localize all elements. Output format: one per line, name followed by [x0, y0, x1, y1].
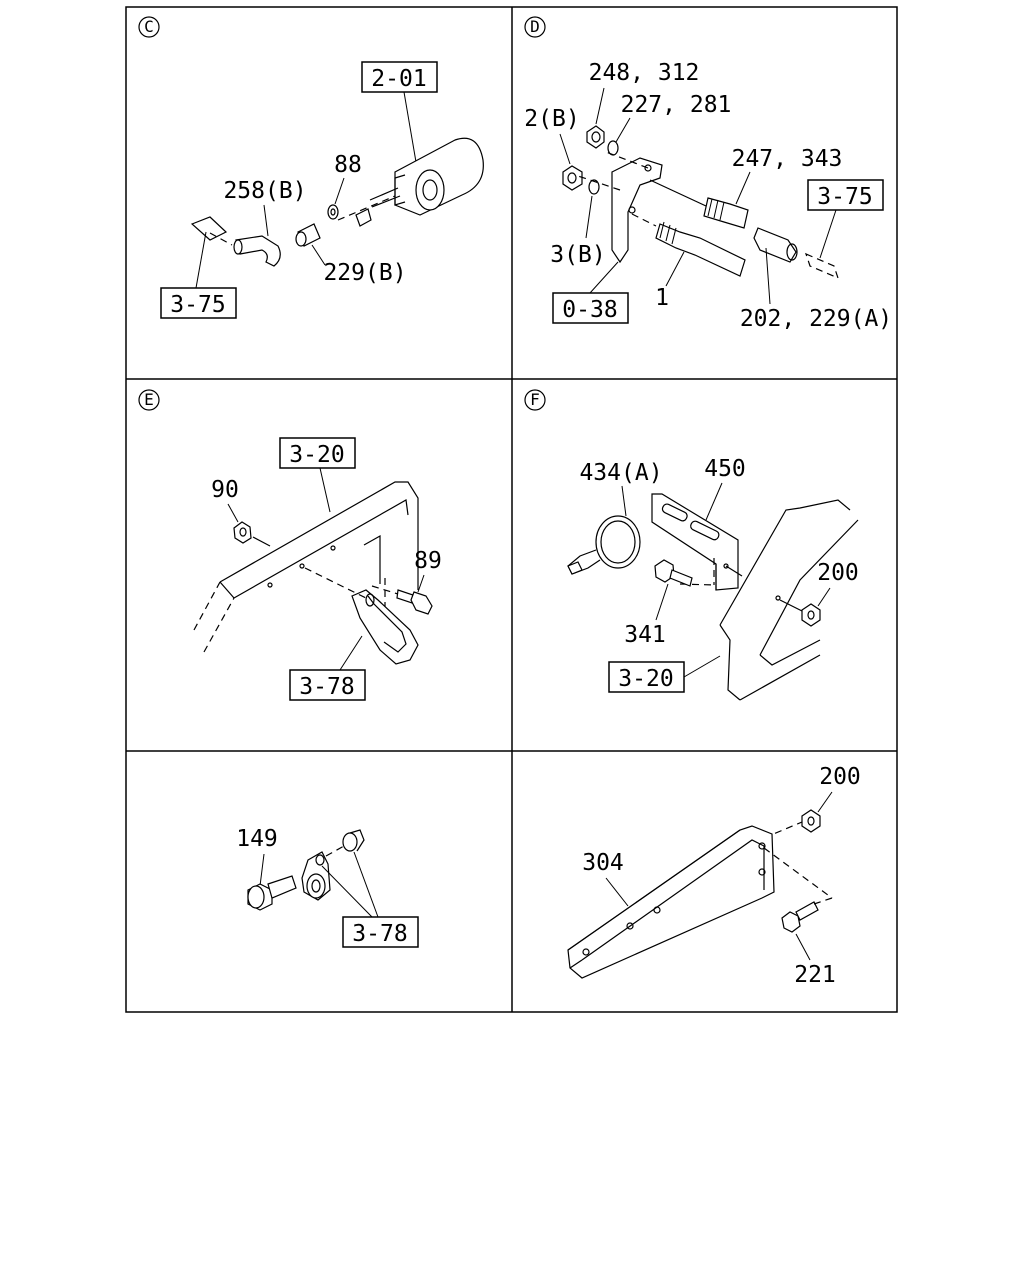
washer-3b — [588, 179, 600, 195]
clamp-3-78-g — [301, 829, 365, 901]
label-149: 149 — [236, 826, 278, 852]
svg-text:3-20: 3-20 — [618, 666, 673, 692]
svg-text:3-20: 3-20 — [289, 442, 344, 468]
hose-d — [805, 252, 839, 280]
svg-text:C: C — [144, 17, 154, 36]
label-227-281: 227, 281 — [621, 92, 732, 118]
nut-2b — [562, 165, 583, 191]
bracket-450 — [651, 493, 743, 591]
label-221: 221 — [794, 962, 836, 988]
ref-box-3-75-d[interactable]: 3-75 — [807, 179, 884, 211]
label-2b: 2(B) — [524, 106, 579, 132]
label-200-f: 200 — [817, 560, 859, 586]
bracket-plate — [577, 151, 663, 264]
svg-text:E: E — [144, 390, 154, 409]
panel-f: F 434(A) 450 341 — [524, 389, 859, 701]
panel-e: E 3-20 90 89 — [138, 389, 442, 701]
ref-box-3-78-e[interactable]: 3-78 — [289, 669, 366, 701]
svg-text:D: D — [530, 17, 540, 36]
svg-text:0-38: 0-38 — [562, 297, 617, 323]
label-341: 341 — [624, 622, 666, 648]
bolt-341 — [654, 559, 693, 587]
nut-248 — [586, 125, 605, 149]
label-88: 88 — [334, 152, 362, 178]
panel-h: 200 304 221 — [567, 764, 861, 988]
clamp-3-78-e — [304, 567, 419, 665]
connector-1 — [631, 213, 746, 277]
fitting-229b — [295, 223, 321, 247]
panel-d-marker: D — [524, 16, 546, 38]
label-248-312: 248, 312 — [589, 60, 700, 86]
bolt-221 — [763, 847, 833, 933]
svg-text:F: F — [530, 390, 540, 409]
label-202-229a: 202, 229(A) — [740, 306, 892, 332]
panel-c-marker: C — [138, 16, 160, 38]
nut-200-f — [801, 603, 821, 627]
support-bracket-304 — [567, 825, 775, 979]
actuator-cylinder — [337, 137, 484, 227]
fitting-247 — [649, 179, 749, 229]
label-200-h: 200 — [819, 764, 861, 790]
elbow-258b — [233, 235, 281, 267]
panel-g: 149 3-78 — [236, 826, 419, 948]
ref-box-3-78-g[interactable]: 3-78 — [342, 916, 419, 948]
label-3b: 3(B) — [550, 242, 605, 268]
hose-segment — [190, 216, 233, 246]
svg-text:3-75: 3-75 — [170, 292, 225, 318]
label-304: 304 — [582, 850, 624, 876]
washer-88 — [327, 204, 339, 220]
panel-c: C 2-01 88 229(B) — [138, 16, 484, 319]
bolt-149 — [247, 875, 297, 911]
svg-text:2-01: 2-01 — [371, 66, 426, 92]
label-258b: 258(B) — [223, 178, 306, 204]
ref-box-0-38[interactable]: 0-38 — [552, 292, 629, 324]
label-1: 1 — [655, 285, 669, 311]
panel-grid — [125, 6, 898, 1013]
fitting-202 — [753, 227, 798, 263]
label-450: 450 — [704, 456, 746, 482]
panel-e-marker: E — [138, 389, 160, 411]
frame-rail-f — [719, 499, 859, 701]
svg-text:3-78: 3-78 — [352, 921, 407, 947]
svg-text:3-75: 3-75 — [817, 184, 872, 210]
panel-d: D 248, 312 227, 281 2(B) 3(B) — [524, 16, 892, 332]
ref-box-3-20-e[interactable]: 3-20 — [279, 437, 356, 469]
ref-box-2-01[interactable]: 2-01 — [361, 61, 438, 93]
label-89: 89 — [414, 548, 442, 574]
frame-rail-e — [193, 481, 419, 653]
svg-text:3-78: 3-78 — [299, 674, 354, 700]
nut-90 — [233, 521, 271, 547]
ref-box-3-20-f[interactable]: 3-20 — [608, 661, 685, 693]
label-90: 90 — [211, 477, 239, 503]
label-229b: 229(B) — [323, 260, 406, 286]
ref-box-3-75[interactable]: 3-75 — [160, 287, 237, 319]
bolt-89 — [371, 578, 433, 615]
label-247-343: 247, 343 — [732, 146, 843, 172]
label-434a: 434(A) — [579, 460, 662, 486]
band-clamp-434 — [567, 515, 641, 575]
panel-f-marker: F — [524, 389, 546, 411]
